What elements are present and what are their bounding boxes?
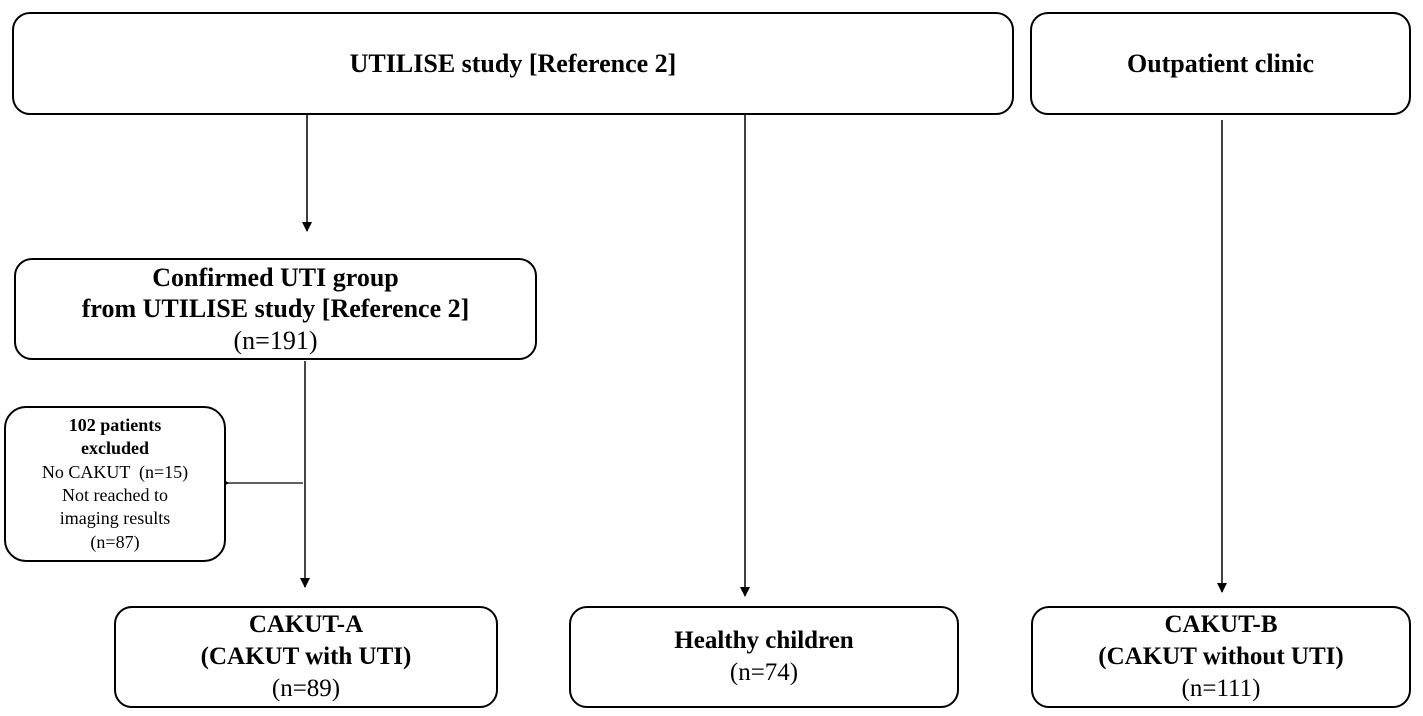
cakut-b-box: CAKUT-B (CAKUT without UTI) (n=111) [1031,606,1411,708]
cakut-a-title: CAKUT-A [248,611,364,638]
excluded-line2: excluded [80,438,149,459]
excluded-line6: (n=87) [90,531,140,552]
healthy-children-title: Healthy children [674,627,854,654]
cakut-b-count: (n=111) [1181,675,1261,702]
excluded-line5: imaging results [59,508,171,529]
confirmed-uti-group-box: Confirmed UTI group from UTILISE study [… [14,258,537,360]
cakut-a-count: (n=89) [271,675,341,702]
excluded-line1: 102 patients [68,414,162,435]
healthy-children-count: (n=74) [729,659,799,686]
cakut-a-box: CAKUT-A (CAKUT with UTI) (n=89) [114,606,498,708]
confirmed-uti-line1: Confirmed UTI group [152,263,399,293]
cakut-a-subtitle: (CAKUT with UTI) [200,643,412,670]
outpatient-clinic-label: Outpatient clinic [1126,48,1315,78]
confirmed-uti-line2: from UTILISE study [Reference 2] [81,294,470,324]
excluded-line3: No CAKUT (n=15) [41,461,189,482]
excluded-line4: Not reached to [62,485,168,505]
utilise-study-box: UTILISE study [Reference 2] [12,12,1014,115]
healthy-children-box: Healthy children (n=74) [569,606,959,708]
outpatient-clinic-box: Outpatient clinic [1030,12,1411,115]
confirmed-uti-count: (n=191) [233,325,318,355]
cakut-b-title: CAKUT-B [1164,611,1278,638]
excluded-patients-box: 102 patients excluded No CAKUT (n=15) No… [4,406,226,562]
utilise-study-label: UTILISE study [Reference 2] [349,48,677,78]
cakut-b-subtitle: (CAKUT without UTI) [1098,643,1344,670]
